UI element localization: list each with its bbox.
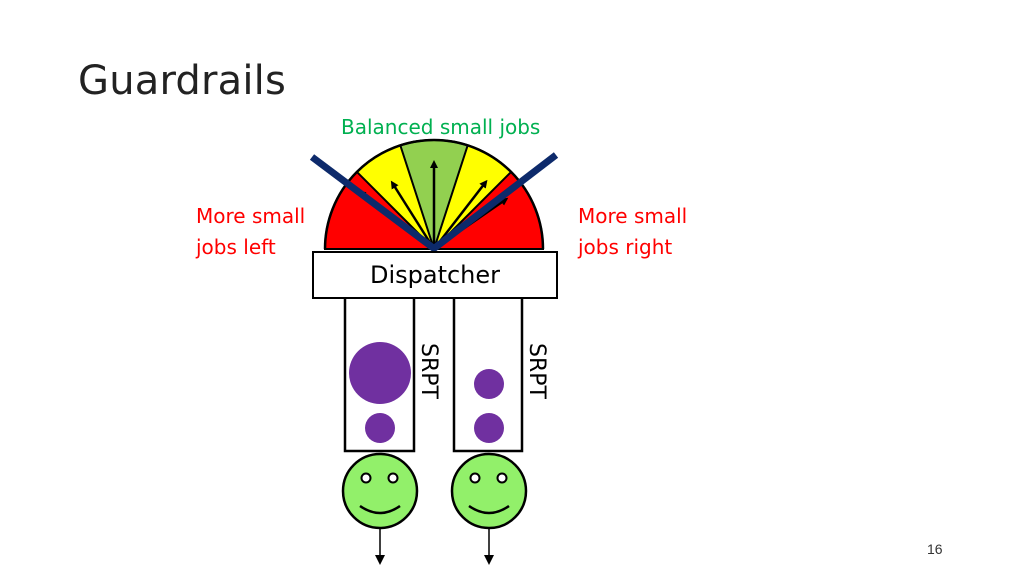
balanced-small-jobs-label: Balanced small jobs [341, 112, 540, 143]
job-small [365, 413, 395, 443]
job-large [349, 342, 411, 404]
more-small-jobs-left-label: More small jobs left [196, 201, 305, 263]
guardrail-right [429, 152, 559, 253]
queue-right [452, 296, 524, 453]
left-label-line1: More small [196, 204, 306, 228]
right-label-line1: More small [578, 204, 688, 228]
dispatcher-label: Dispatcher [369, 261, 501, 289]
dispatcher-box: Dispatcher [312, 251, 558, 299]
queue-left-policy-label: SRPT [416, 343, 441, 399]
gauge-dial [309, 138, 559, 253]
more-small-jobs-right-label: More small jobs right [578, 201, 687, 263]
smiley-server-icon [341, 452, 419, 565]
job-small [474, 413, 504, 443]
smiley-server-icon [450, 452, 528, 565]
balanced-label-text: Balanced small jobs [341, 115, 541, 139]
job-small [474, 369, 504, 399]
arrow-left [390, 180, 436, 250]
left-label-line2: jobs left [196, 235, 276, 259]
slide-title: Guardrails [78, 58, 287, 104]
slide-number: 16 [927, 541, 943, 557]
right-label-line2: jobs right [578, 235, 673, 259]
queue-left [343, 296, 416, 453]
queue-right-policy-label: SRPT [524, 343, 549, 399]
guardrail-left [309, 154, 439, 253]
